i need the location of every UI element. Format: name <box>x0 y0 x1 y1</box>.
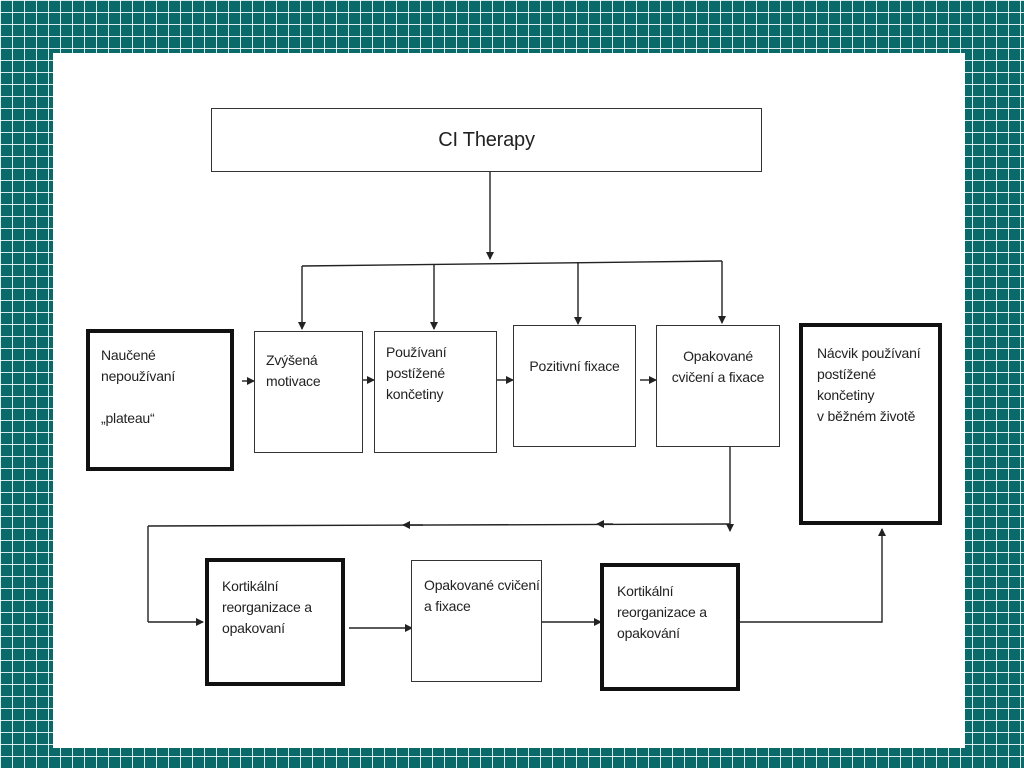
box-kortikalni-2-line-2: reorganizace a <box>617 604 707 620</box>
box-opakovane-bottom-line-2: a fixace <box>424 598 471 614</box>
bus-line <box>301 260 723 267</box>
title-box-ci-therapy: CI Therapy <box>211 108 762 172</box>
box-zvysena-line-1: Zvýšená <box>266 352 318 368</box>
box-nacvik-line-3: končetiny <box>817 387 875 403</box>
box-pouzivani: Používaní postížené končetiny <box>374 331 497 453</box>
box-naucene-line-1: Naučené <box>101 347 156 363</box>
box-naucene-line-2: nepoužívaní <box>101 368 176 384</box>
box-opakovane-bottom-line-1: Opakované cvičení <box>424 577 540 593</box>
box-nacvik-line-4: v běžném životě <box>817 408 916 424</box>
box-naucene: Naučené nepoužívaní „plateau“ <box>86 329 234 471</box>
box-kortikalni-1-line-1: Kortikální <box>222 578 279 594</box>
box-zvysena-line-2: motivace <box>266 373 321 389</box>
box-nacvik-line-1: Nácvik používaní <box>817 345 921 361</box>
box-opakovane-top: Opakované cvičení a fixace <box>656 325 780 447</box>
box-pouzivani-line-3: končetiny <box>386 386 444 402</box>
arrow-kortikalni-2-to-nacvik <box>740 528 886 623</box>
return-line <box>147 523 731 527</box>
box-kortikalni-2: Kortikální reorganizace a opakování <box>600 563 740 691</box>
box-zvysena-motivace: Zvýšená motivace <box>254 331 363 453</box>
box-pozitivni-line-1: Pozitivní fixace <box>529 358 620 374</box>
box-kortikalni-2-line-1: Kortikální <box>617 583 674 599</box>
box-naucene-line-3: „plateau“ <box>101 410 155 426</box>
box-kortikalni-1-line-3: opakovaní <box>222 620 285 636</box>
box-pouzivani-line-2: postížené <box>386 365 445 381</box>
box-nacvik-line-2: postížené <box>817 366 876 382</box>
diagram-connectors <box>147 172 886 632</box>
box-kortikalni-2-line-3: opakování <box>617 625 680 641</box>
box-kortikalni-1: Kortikální reorganizace a opakovaní <box>205 558 345 686</box>
slide: CI Therapy Naučené nepoužívaní „plateau“… <box>53 53 965 748</box>
box-opakovane-bottom: Opakované cvičení a fixace <box>411 560 542 682</box>
title-text: CI Therapy <box>438 128 535 151</box>
box-pozitivni-fixace: Pozitivní fixace <box>513 325 636 447</box>
box-opakovane-top-line-1: Opakované <box>683 348 753 364</box>
box-pouzivani-line-1: Používaní <box>386 344 447 360</box>
box-kortikalni-1-line-2: reorganizace a <box>222 599 312 615</box>
box-nacvik: Nácvik používaní postížené končetiny v b… <box>799 323 942 525</box>
box-opakovane-top-line-2: cvičení a fixace <box>671 369 765 385</box>
